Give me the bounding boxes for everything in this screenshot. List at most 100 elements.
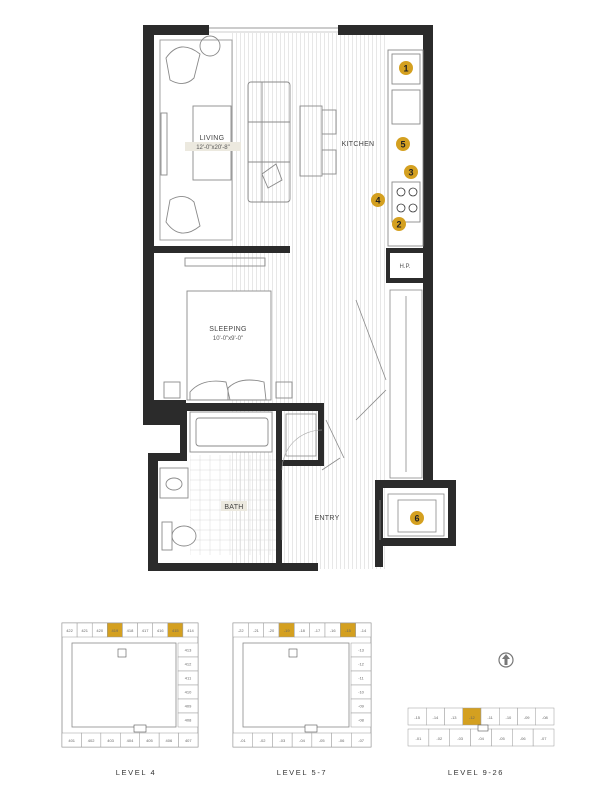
bath-label-bg (221, 501, 247, 511)
keyplan-unit-label: -12 (358, 662, 365, 667)
keyplan-unit-label: 405 (146, 738, 153, 743)
keyplan-unit-label: -03 (457, 736, 464, 741)
living-dims-bg (185, 142, 241, 151)
marker-4: 4 (371, 193, 385, 207)
keyplan-unit-label: 402 (88, 738, 95, 743)
keyplan-unit-label: -04 (478, 736, 485, 741)
svg-text:4: 4 (375, 196, 380, 206)
keyplan-unit-label: 408 (185, 718, 192, 723)
cooktop (396, 187, 418, 213)
keyplan-unit (532, 728, 555, 747)
room-dims-living: 12'-0"x20'-8" (196, 145, 230, 151)
keyplan-unit-label: -11 (487, 715, 493, 720)
keyplan-unit-label: -18 (299, 628, 306, 633)
keyplan-unit-label: -22 (238, 628, 245, 633)
keyplan-unit-label: 413 (185, 648, 192, 653)
svg-text:5: 5 (400, 140, 405, 150)
keyplan-unit-label: -11 (358, 676, 364, 681)
keyplan-unit (182, 622, 199, 638)
room-label-sleeping: SLEEPING (209, 326, 246, 333)
keyplan-unit-label: 407 (185, 738, 192, 743)
keyplan-unit-label: -13 (358, 648, 365, 653)
keyplan-level-label: LEVEL 5-7 (277, 768, 327, 777)
unit-floor-plan: LIVING 12'-0"x20'-8" KITCHEN SLEEPING 10… (143, 25, 456, 571)
marker-2: 2 (392, 217, 406, 231)
keyplan-unit (350, 712, 372, 728)
keyplan-unit (535, 707, 555, 726)
door-swings (281, 429, 323, 540)
keyplan-unit-label: 421 (81, 628, 88, 633)
keyplan-unit-label: 419 (112, 628, 119, 633)
svg-text:1: 1 (403, 64, 408, 74)
keyplan-unit (178, 732, 199, 748)
svg-text:6: 6 (414, 514, 419, 524)
keyplan-unit-label: 417 (142, 628, 149, 633)
keyplan-unit-label: -06 (339, 738, 346, 743)
closets (285, 289, 445, 540)
keyplan-unit-label: -14 (432, 715, 439, 720)
room-label-kitchen: KITCHEN (342, 141, 375, 148)
keyplan-unit-label: -17 (314, 628, 321, 633)
keyplan-unit-label: -09 (524, 715, 531, 720)
keyplan-unit-label: -04 (299, 738, 306, 743)
marker-1: 1 (399, 61, 413, 75)
keyplan-unit-label: 409 (185, 704, 192, 709)
keyplan-unit-label: -20 (268, 628, 275, 633)
keyplan-unit-label: -16 (330, 628, 337, 633)
keyplan-unit-label: 422 (66, 628, 73, 633)
keyplan-unit (177, 712, 199, 728)
room-label-bath: BATH (224, 504, 243, 511)
keyplan-unit-label: 416 (157, 628, 164, 633)
marker-6: 6 (410, 511, 424, 525)
room-dims-sleeping: 10'-0"x9'-0" (213, 336, 243, 342)
walls (143, 25, 456, 571)
keyplan-unit-label: -19 (284, 628, 291, 633)
keyplan-unit-label: 410 (185, 690, 192, 695)
keyplan-unit-label: -07 (358, 738, 365, 743)
keyplan-unit-label: -03 (279, 738, 286, 743)
keyplan-unit-label: -15 (414, 715, 421, 720)
keyplan-2: -22 -21 -20 -19 -18 -17 -16 -15 -14 -13 -12 -11 -10 -… (232, 622, 372, 777)
keyplan-unit-label: -15 (345, 628, 352, 633)
keyplan-unit-label: -10 (505, 715, 512, 720)
keyplan-unit-label: 414 (187, 628, 194, 633)
keyplan-unit (351, 732, 372, 748)
keyplan-unit-label: 412 (185, 662, 192, 667)
keyplan-unit-label: 418 (127, 628, 134, 633)
keyplan-unit-label: 406 (166, 738, 173, 743)
keyplan-unit-label: -13 (451, 715, 458, 720)
room-label-entry: ENTRY (314, 515, 339, 522)
keyplan-unit-label: -02 (260, 738, 267, 743)
keyplan-unit-label: -14 (360, 628, 367, 633)
marker-5: 5 (396, 137, 410, 151)
keyplan-unit (355, 622, 372, 638)
keyplan-unit-label: -01 (416, 736, 423, 741)
keyplan-unit-label: -01 (240, 738, 247, 743)
keyplan-level-label: LEVEL 9-26 (448, 768, 504, 777)
keyplan-unit-label: -08 (358, 718, 365, 723)
keyplan-3: -15 -14 -13 -12 -11 -10 -09 -08 -01 -02 -03 -04 -05 -… (407, 707, 555, 777)
keyplan-unit-label: -21 (253, 628, 260, 633)
keyplan-unit-label: 404 (127, 738, 134, 743)
keyplan-unit-label: -06 (520, 736, 527, 741)
keyplan-unit-label: 411 (185, 676, 192, 681)
keyplan-unit-label: -08 (542, 715, 549, 720)
keyplan-unit-label: -02 (436, 736, 443, 741)
keyplan-unit-label: -10 (358, 690, 365, 695)
room-label-hp: H.P. (400, 264, 411, 270)
keyplan-unit-label: 401 (68, 738, 75, 743)
keyplan-unit-label: -05 (319, 738, 326, 743)
north-arrow-icon (498, 652, 514, 668)
svg-text:2: 2 (396, 220, 401, 230)
keyplan-unit-label: -07 (541, 736, 548, 741)
keyplan-unit-label: -05 (499, 736, 506, 741)
room-label-living: LIVING (200, 135, 225, 142)
keyplan-unit-label: 403 (107, 738, 114, 743)
keyplan-unit-label: -12 (469, 715, 476, 720)
keyplan-unit-label: 420 (96, 628, 103, 633)
bath-fixtures (159, 411, 273, 551)
svg-text:3: 3 (408, 168, 413, 178)
